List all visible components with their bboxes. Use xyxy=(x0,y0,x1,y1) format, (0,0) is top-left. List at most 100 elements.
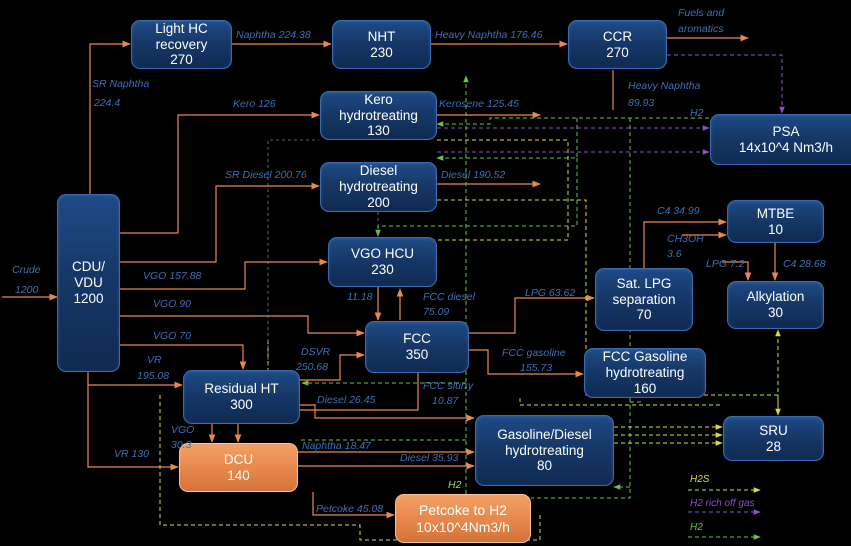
product-flows xyxy=(2,34,779,519)
h2-rich-offgas-lines xyxy=(437,54,785,155)
unit-fcc-capacity: 350 xyxy=(405,347,429,362)
fcc-to-lpg-arrow xyxy=(469,294,595,334)
rht-h2s-line xyxy=(159,395,541,541)
unit-psa: PSA 14x10^4 Nm3/h xyxy=(710,114,851,165)
label-sr-diesel: SR Diesel 200.76 xyxy=(225,169,307,181)
legend-lines xyxy=(688,487,761,540)
unit-fcc: FCC 350 xyxy=(365,321,469,373)
unit-ccr: CCR 270 xyxy=(568,20,667,69)
unit-light-hc-capacity: 270 xyxy=(170,52,193,68)
cdu-to-fcc-vgo90-arrow xyxy=(120,315,365,337)
label-crude-value: 1200 xyxy=(15,284,39,296)
cdu-to-dcu-arrow xyxy=(87,385,179,471)
cdu-to-diesel-arrow xyxy=(120,182,320,263)
fcc-slurry-arrow xyxy=(234,373,419,443)
unit-ccr-name: CCR xyxy=(602,28,633,44)
label-h2-psa: H2 xyxy=(690,107,704,119)
unit-fcc-name: FCC xyxy=(403,331,431,347)
unit-rht-name: Residual HT xyxy=(204,381,279,397)
unit-fccgh-line1: FCC Gasoline xyxy=(602,349,688,365)
label-sr-naphtha-value: 224.4 xyxy=(94,97,121,109)
label-dsvr: DSVR xyxy=(301,346,331,358)
unit-satlpg-line1: Sat. LPG xyxy=(616,275,672,291)
unit-sru-name: SRU xyxy=(759,422,788,438)
unit-vgo-hcu-capacity: 230 xyxy=(371,262,394,277)
label-vgo-fcc: VGO 90 xyxy=(153,298,191,310)
label-vr-dcu: VR 130 xyxy=(114,448,150,460)
unit-mtbe: MTBE 10 xyxy=(727,200,824,243)
unit-gdht-capacity: 80 xyxy=(536,458,553,474)
unit-diesel-line1: Diesel xyxy=(359,163,398,179)
unit-satlpg-line2: separation xyxy=(612,291,676,307)
unit-cdu-line2: VDU xyxy=(74,275,103,291)
unit-mtbe-capacity: 10 xyxy=(767,221,784,237)
label-ch3oh-value: 3.6 xyxy=(667,248,682,260)
label-crude: Crude xyxy=(12,264,41,276)
unit-nht: NHT 230 xyxy=(332,20,431,69)
unit-vgo-hcu-name: VGO HCU xyxy=(350,246,414,262)
label-heavy-naphtha-ccr: Heavy Naphtha 176.46 xyxy=(435,29,543,41)
label-fcc-diesel: FCC diesel xyxy=(423,291,475,303)
unit-diesel-capacity: 200 xyxy=(367,194,390,210)
unit-ccr-capacity: 270 xyxy=(606,44,629,60)
unit-diesel-hydrotreating: Diesel hydrotreating 200 xyxy=(320,162,437,212)
unit-petcoke-capacity: 10x10^4Nm3/h xyxy=(416,518,510,535)
unit-light-hc-line2: recovery xyxy=(155,36,208,52)
label-kerosene: Kerosene 125.45 xyxy=(439,98,519,110)
unit-residual-ht: Residual HT 300 xyxy=(183,370,300,424)
unit-satlpg-capacity: 70 xyxy=(636,307,652,323)
label-vgo-hcu: VGO 157.88 xyxy=(143,270,202,282)
label-petcoke: Petcoke 45.08 xyxy=(316,503,384,515)
unit-alkylation: Alkylation 30 xyxy=(727,281,824,329)
ccr-to-psa-offgas xyxy=(667,54,785,114)
label-vgo-dcu: VGO xyxy=(171,424,195,436)
label-dsvr-value: 250.68 xyxy=(296,361,329,373)
unit-cdu-capacity: 1200 xyxy=(73,290,104,306)
unit-alky-capacity: 30 xyxy=(767,305,784,320)
lpg-to-alky-arrow xyxy=(722,261,752,281)
label-fuels: Fuels and xyxy=(678,7,725,19)
label-diesel-rht: Diesel 26.45 xyxy=(317,394,376,406)
unit-cdu-name: CDU/ xyxy=(72,259,105,275)
kero-h2s-line xyxy=(409,139,569,241)
label-kero: Kero 126 xyxy=(233,98,276,110)
label-aromatics: aromatics xyxy=(678,23,724,35)
label-sr-naphtha: SR Naphtha xyxy=(92,78,150,90)
label-diesel-dcu: Diesel 35.93 xyxy=(400,452,459,464)
legend-h2-rich-label: H2 rich off gas xyxy=(690,498,755,509)
cdu-to-rht-vgo70-arrow xyxy=(120,344,247,370)
unit-kero-line2: hydrotreating xyxy=(339,107,418,123)
h2-lines xyxy=(298,75,709,499)
label-vgo-dcu-value: 30.3 xyxy=(171,439,192,451)
hcu-to-psa-gray xyxy=(267,139,319,372)
unit-nht-name: NHT xyxy=(367,28,396,44)
unit-fcc-gasoline-hydrotreating: FCC Gasoline hydrotreating 160 xyxy=(584,348,706,398)
label-hcu-fcc: 11.18 xyxy=(347,291,373,303)
unit-psa-name: PSA xyxy=(772,123,800,139)
label-naphtha-dcu: Naphtha 18.47 xyxy=(302,440,371,452)
unit-vgo-hcu: VGO HCU 230 xyxy=(328,237,437,287)
label-fcc-gasoline: FCC gasoline xyxy=(502,347,566,359)
unit-diesel-line2: hydrotreating xyxy=(339,179,418,195)
rht-to-fcc-arrow xyxy=(300,351,365,381)
unit-light-hc-line1: Light HC xyxy=(155,20,208,36)
h2-to-kero xyxy=(436,117,709,127)
fcc-to-gasoline-ht-arrow xyxy=(469,349,584,378)
unit-sat-lpg-separation: Sat. LPG separation 70 xyxy=(595,268,693,331)
fccgh-h2s-line xyxy=(519,398,722,406)
label-c4-mtbe: C4 34.99 xyxy=(657,205,700,217)
label-ch3oh: CH3OH xyxy=(667,233,704,245)
unit-fccgh-capacity: 160 xyxy=(633,380,657,396)
unit-light-hc-recovery: Light HC recovery 270 xyxy=(131,20,232,69)
unit-kero-capacity: 130 xyxy=(367,123,390,139)
cdu-to-vgo-hcu-arrow xyxy=(120,258,328,290)
legend-h2-label: H2 xyxy=(690,522,703,533)
label-naphtha-nht: Naphtha 224.38 xyxy=(236,29,311,41)
label-vgo-70: VGO 70 xyxy=(153,330,191,342)
unit-petcoke-name: Petcoke to H2 xyxy=(419,501,507,518)
unit-gdht-line1: Gasoline/Diesel xyxy=(497,426,592,442)
unit-dcu: DCU 140 xyxy=(179,443,298,492)
connector-lines-gray xyxy=(267,139,379,372)
label-h2-petcoke: H2 xyxy=(448,479,462,491)
unit-sru: SRU 28 xyxy=(723,416,824,461)
